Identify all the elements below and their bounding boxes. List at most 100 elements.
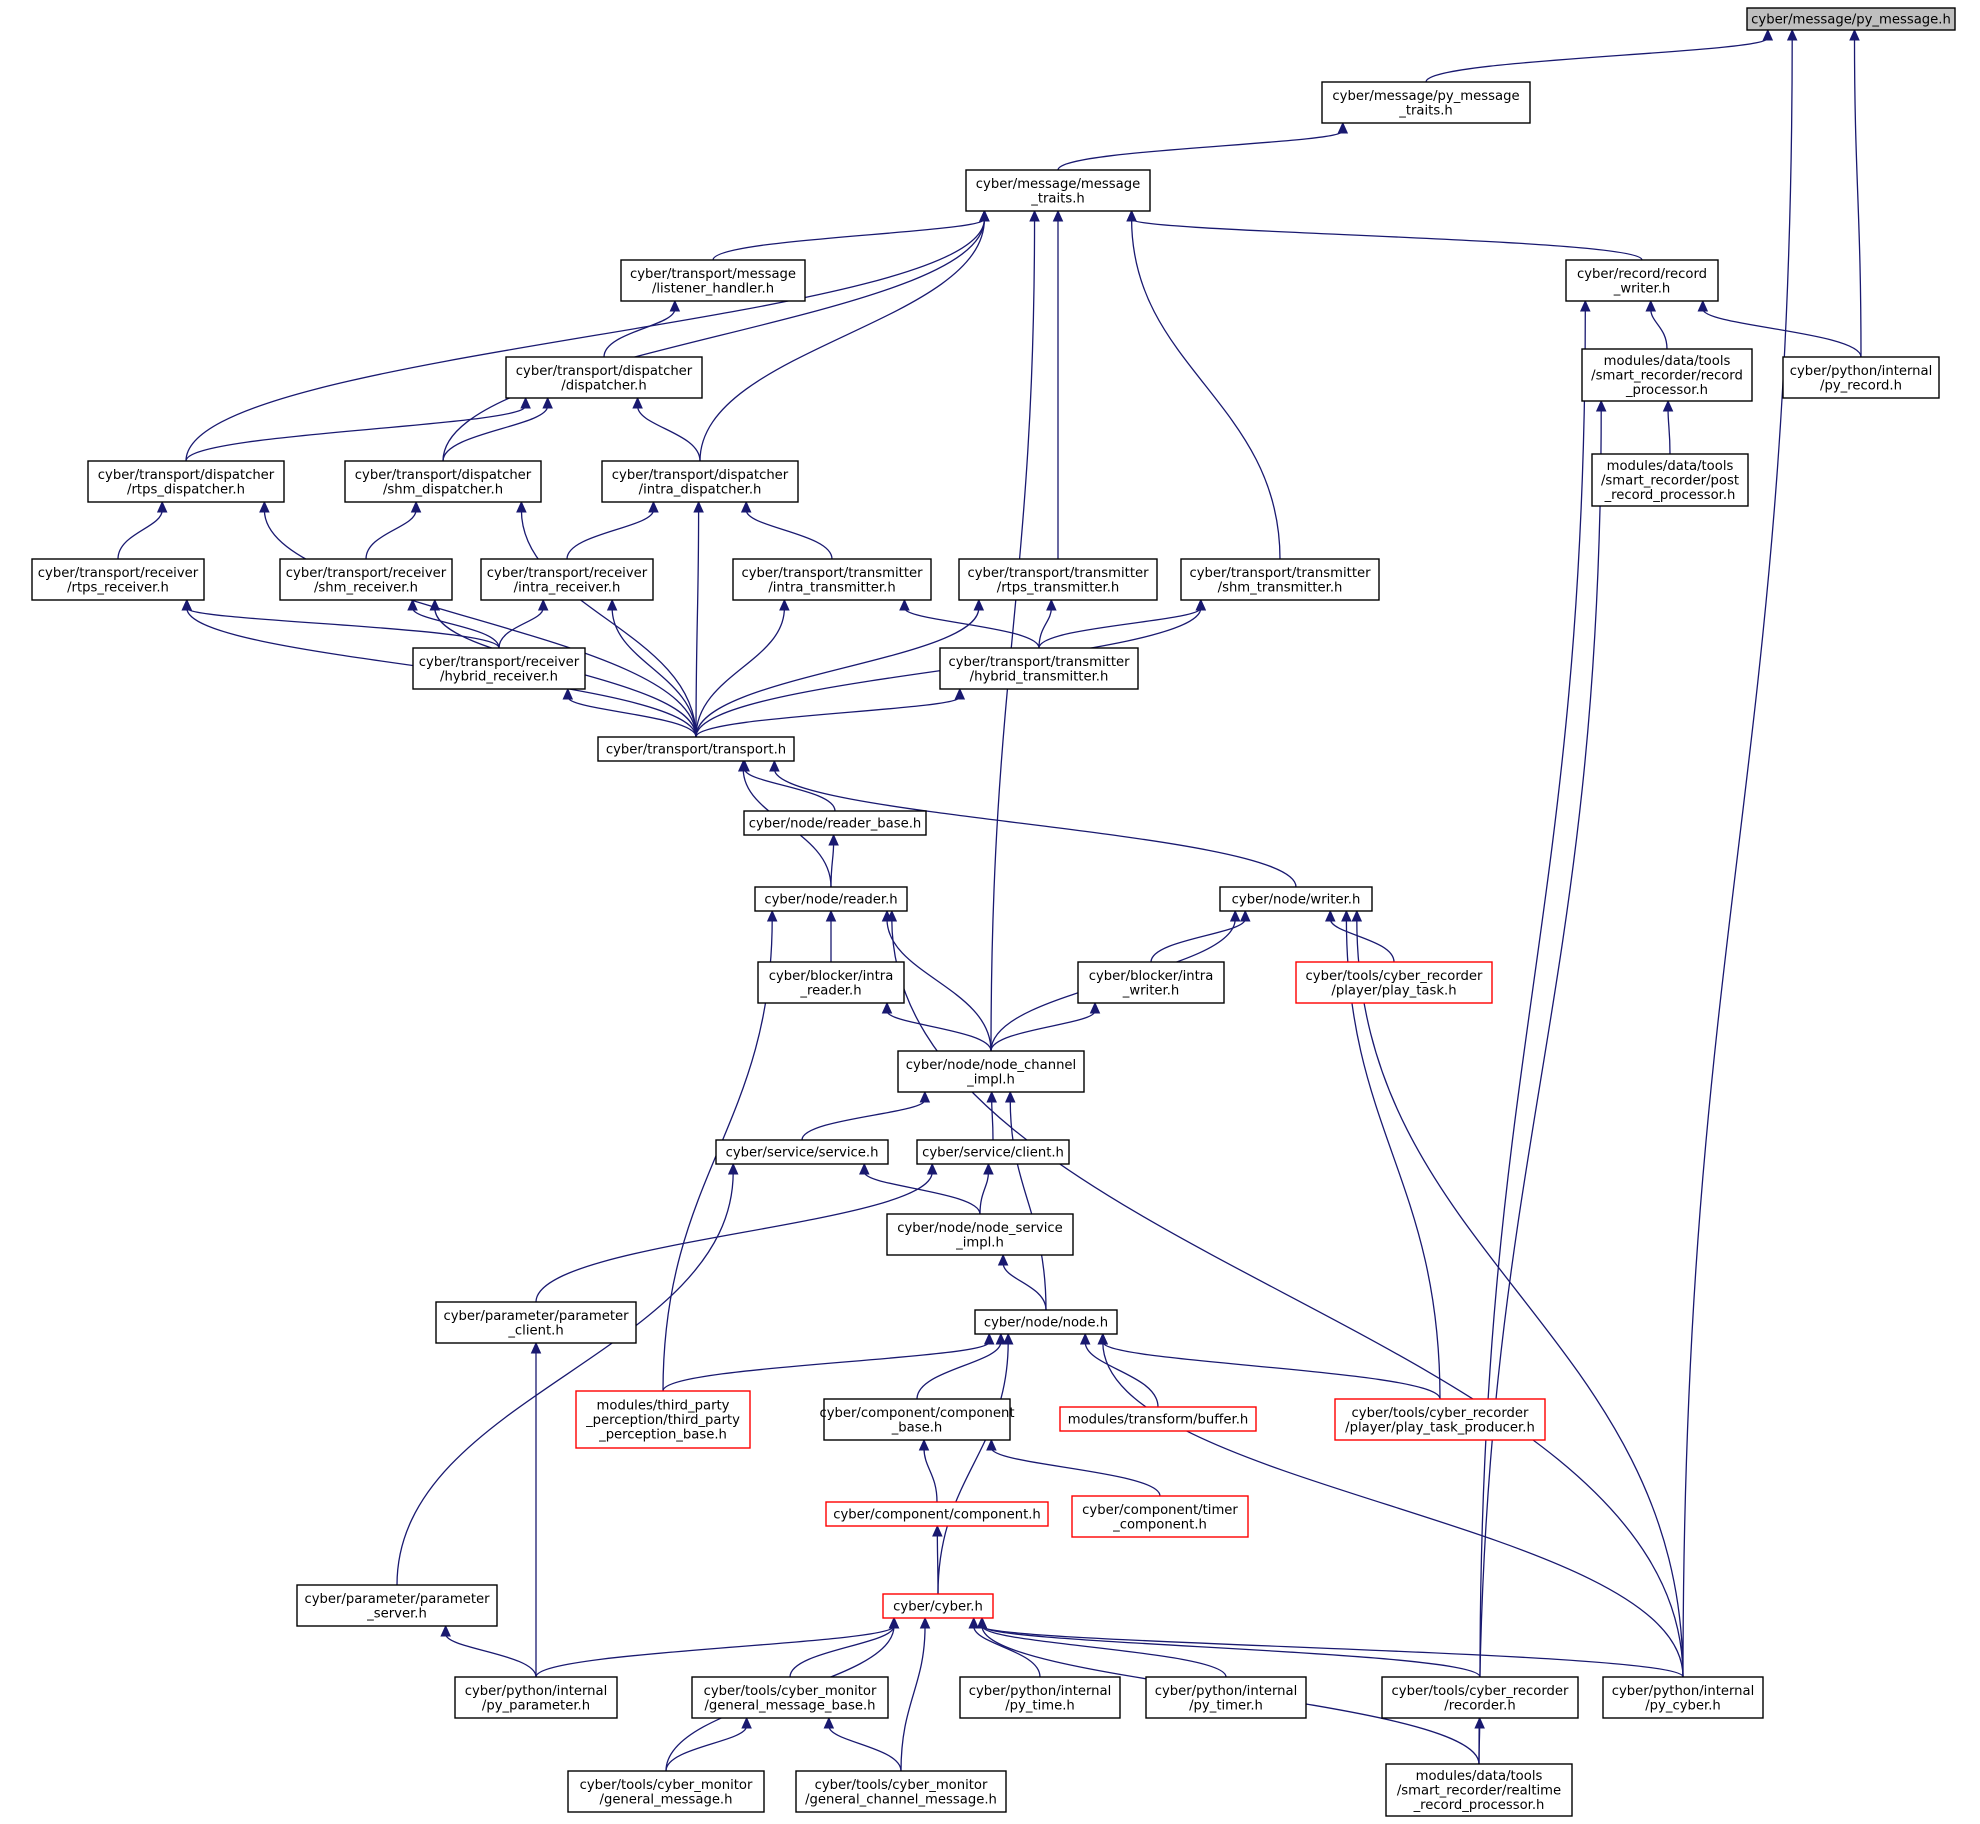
node-label-line: _perception/third_party bbox=[585, 1413, 740, 1428]
node-third-party[interactable]: modules/third_party_perception/third_par… bbox=[575, 1390, 751, 1449]
node-reader-base[interactable]: cyber/node/reader_base.h bbox=[743, 810, 927, 836]
arrowhead-icon bbox=[669, 299, 681, 312]
node-label-line: /hybrid_receiver.h bbox=[440, 669, 558, 684]
node-label-line: cyber/message/py_message.h bbox=[1751, 13, 1951, 28]
edge-reader-to-reader_base bbox=[828, 833, 839, 888]
node-py-record[interactable]: cyber/python/internal/py_record.h bbox=[1782, 356, 1940, 399]
node-shm-dispatcher[interactable]: cyber/transport/dispatcher/shm_dispatche… bbox=[344, 460, 542, 503]
edge-cyber-to-component bbox=[932, 1524, 943, 1595]
edge-line bbox=[886, 918, 992, 1052]
node-hybrid-transmitter[interactable]: cyber/transport/transmitter/hybrid_trans… bbox=[939, 647, 1139, 690]
node-box bbox=[886, 1213, 1074, 1256]
node-rtps-transmitter[interactable]: cyber/transport/transmitter/rtps_transmi… bbox=[958, 558, 1158, 601]
edge-line bbox=[981, 1625, 1481, 1678]
node-box bbox=[1145, 1676, 1307, 1719]
node-client[interactable]: cyber/service/client.h bbox=[916, 1139, 1070, 1165]
arrowhead-icon bbox=[997, 1253, 1009, 1266]
node-box bbox=[87, 460, 285, 503]
edge-line bbox=[520, 509, 697, 738]
node-label-line: _reader.h bbox=[799, 983, 861, 998]
edge-recorder-to-cyber bbox=[976, 1616, 1481, 1678]
node-hybrid-receiver[interactable]: cyber/transport/receiver/hybrid_receiver… bbox=[412, 647, 586, 690]
node-parameter-client[interactable]: cyber/parameter/parameter_client.h bbox=[435, 1301, 637, 1344]
edge-line bbox=[1356, 918, 1684, 1678]
node-shm-transmitter[interactable]: cyber/transport/transmitter/shm_transmit… bbox=[1180, 558, 1380, 601]
node-box bbox=[601, 460, 799, 503]
node-transport[interactable]: cyber/transport/transport.h bbox=[597, 736, 795, 762]
node-rtps-dispatcher[interactable]: cyber/transport/dispatcher/rtps_dispatch… bbox=[87, 460, 285, 503]
node-timer-component[interactable]: cyber/component/timer_component.h bbox=[1071, 1495, 1249, 1538]
node-record-processor[interactable]: modules/data/tools/smart_recorder/record… bbox=[1581, 348, 1753, 402]
node-py-parameter[interactable]: cyber/python/internal/py_parameter.h bbox=[454, 1676, 618, 1719]
node-writer[interactable]: cyber/node/writer.h bbox=[1219, 886, 1373, 912]
edge-shm_receiver-to-shm_dispatcher bbox=[365, 500, 422, 560]
edge-line bbox=[1130, 218, 1643, 261]
node-py-time[interactable]: cyber/python/internal/py_time.h bbox=[959, 1676, 1121, 1719]
node-py-cyber[interactable]: cyber/python/internal/py_cyber.h bbox=[1602, 1676, 1764, 1719]
node-label-line: /smart_recorder/record bbox=[1591, 369, 1743, 384]
arrowhead-icon bbox=[983, 1332, 995, 1345]
edge-line bbox=[442, 218, 986, 462]
node-play-task-producer[interactable]: cyber/tools/cyber_recorder/player/play_t… bbox=[1334, 1398, 1546, 1441]
node-label-line: cyber/transport/receiver bbox=[487, 566, 648, 581]
node-label-line: _base.h bbox=[891, 1420, 943, 1435]
node-component-base[interactable]: cyber/component/component_base.h bbox=[819, 1398, 1015, 1441]
arrowhead-icon bbox=[986, 1438, 997, 1451]
edge-line bbox=[1650, 308, 1668, 350]
node-record-writer[interactable]: cyber/record/record_writer.h bbox=[1565, 259, 1719, 302]
node-general-channel-message[interactable]: cyber/tools/cyber_monitor/general_channe… bbox=[795, 1770, 1007, 1813]
node-intra-writer[interactable]: cyber/blocker/intra_writer.h bbox=[1077, 961, 1225, 1004]
node-component[interactable]: cyber/component/component.h bbox=[825, 1501, 1049, 1527]
edge-line bbox=[1009, 1099, 1047, 1311]
node-intra-reader[interactable]: cyber/blocker/intra_reader.h bbox=[757, 961, 905, 1004]
node-label-line: cyber/node/node_channel bbox=[906, 1058, 1076, 1073]
node-parameter-server[interactable]: cyber/parameter/parameter_server.h bbox=[296, 1584, 498, 1627]
node-box bbox=[825, 1501, 1049, 1527]
node-reader[interactable]: cyber/node/reader.h bbox=[754, 886, 908, 912]
node-rtps-receiver[interactable]: cyber/transport/receiver/rtps_receiver.h bbox=[31, 558, 205, 601]
node-box bbox=[344, 460, 542, 503]
node-post-record-processor[interactable]: modules/data/tools/smart_recorder/post_r… bbox=[1591, 453, 1749, 507]
node-node[interactable]: cyber/node/node.h bbox=[974, 1309, 1118, 1335]
node-intra-transmitter[interactable]: cyber/transport/transmitter/intra_transm… bbox=[732, 558, 932, 601]
node-label-line: modules/data/tools bbox=[1416, 1769, 1543, 1784]
arrowhead-icon bbox=[1046, 598, 1057, 611]
arrowhead-icon bbox=[440, 1624, 451, 1637]
edge-line bbox=[789, 1625, 895, 1678]
node-box bbox=[1746, 7, 1956, 31]
edge-line bbox=[1853, 37, 1862, 358]
node-play-task[interactable]: cyber/tools/cyber_recorder/player/play_t… bbox=[1295, 961, 1493, 1004]
node-realtime-record-processor[interactable]: modules/data/tools/smart_recorder/realti… bbox=[1385, 1763, 1573, 1817]
node-listener-handler[interactable]: cyber/transport/message/listener_handler… bbox=[620, 259, 806, 302]
node-py-timer[interactable]: cyber/python/internal/py_timer.h bbox=[1145, 1676, 1307, 1719]
node-label-line: cyber/python/internal bbox=[969, 1684, 1112, 1699]
node-py-msg-traits[interactable]: cyber/message/py_message_traits.h bbox=[1321, 81, 1531, 124]
node-box bbox=[1321, 81, 1531, 124]
node-label-line: cyber/tools/cyber_recorder bbox=[1352, 1406, 1529, 1421]
edge-py_cyber-to-root bbox=[1682, 28, 1798, 1678]
node-msg-traits[interactable]: cyber/message/message_traits.h bbox=[965, 169, 1151, 212]
node-node-service-impl[interactable]: cyber/node/node_service_impl.h bbox=[886, 1213, 1074, 1256]
node-box bbox=[567, 1770, 765, 1813]
node-dispatcher[interactable]: cyber/transport/dispatcher/dispatcher.h bbox=[505, 356, 703, 399]
arrowhead-icon bbox=[1341, 909, 1352, 922]
edge-intra_receiver-to-intra_dispatcher bbox=[566, 500, 659, 560]
node-recorder[interactable]: cyber/tools/cyber_recorder/recorder.h bbox=[1381, 1676, 1579, 1719]
node-general-message-base[interactable]: cyber/tools/cyber_monitor/general_messag… bbox=[691, 1676, 889, 1719]
node-label-line: _impl.h bbox=[955, 1235, 1004, 1250]
node-intra-receiver[interactable]: cyber/transport/receiver/intra_receiver.… bbox=[480, 558, 654, 601]
edge-line bbox=[1102, 1341, 1684, 1678]
node-service[interactable]: cyber/service/service.h bbox=[715, 1139, 889, 1165]
node-intra-dispatcher[interactable]: cyber/transport/dispatcher/intra_dispatc… bbox=[601, 460, 799, 503]
edge-line bbox=[185, 218, 986, 462]
node-box bbox=[958, 558, 1158, 601]
node-node-channel-impl[interactable]: cyber/node/node_channel_impl.h bbox=[897, 1050, 1085, 1093]
edge-hybrid_transmitter-to-shm_transmitter bbox=[1038, 598, 1207, 649]
node-general-message[interactable]: cyber/tools/cyber_monitor/general_messag… bbox=[567, 1770, 765, 1813]
node-transform-buffer[interactable]: modules/transform/buffer.h bbox=[1059, 1406, 1257, 1432]
node-shm-receiver[interactable]: cyber/transport/receiver/shm_receiver.h bbox=[279, 558, 453, 601]
edge-rtps_dispatcher-to-msg_traits bbox=[185, 209, 990, 462]
edge-timer_component-to-component_base bbox=[986, 1438, 1161, 1497]
node-cyber[interactable]: cyber/cyber.h bbox=[882, 1593, 994, 1619]
